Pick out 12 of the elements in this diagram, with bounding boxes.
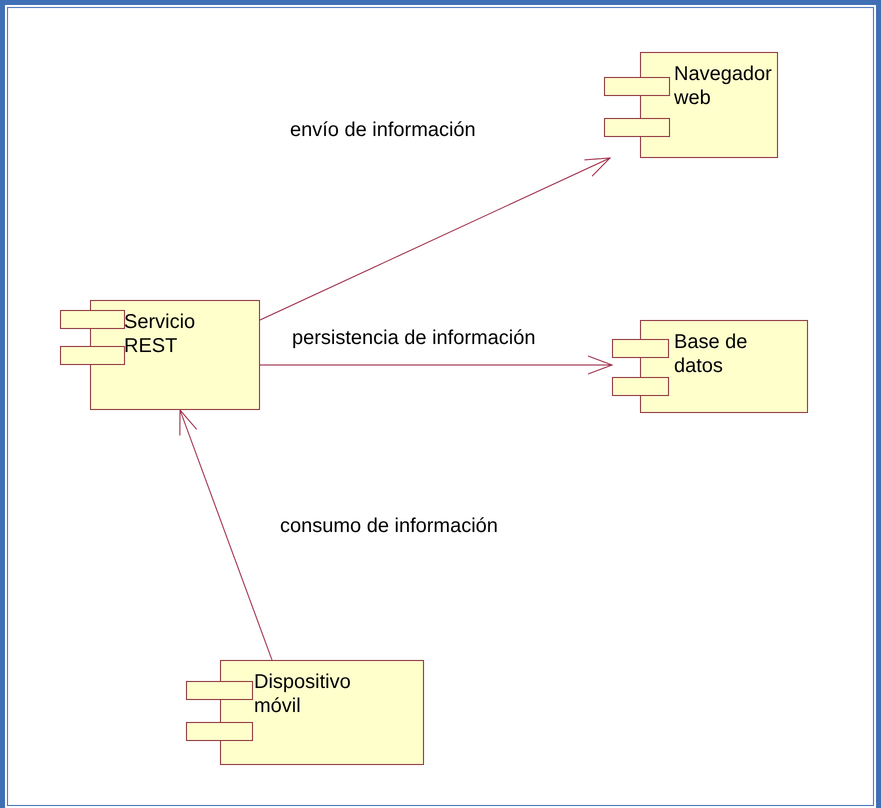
component-name: Servicio REST: [124, 310, 196, 358]
component-box: [612, 320, 808, 413]
component-box: [604, 52, 778, 158]
component-box: [186, 660, 424, 765]
component-box: [60, 300, 260, 410]
component-name: Dispositivo móvil: [254, 670, 352, 718]
dependency-arrow: [260, 158, 610, 320]
component-name: Navegador web: [674, 62, 773, 110]
dependency-arrow: [179, 410, 272, 660]
dependency-arrow: [260, 356, 612, 374]
edge-label: persistencia de información: [292, 326, 536, 350]
component-name: Base de datos: [674, 330, 748, 378]
